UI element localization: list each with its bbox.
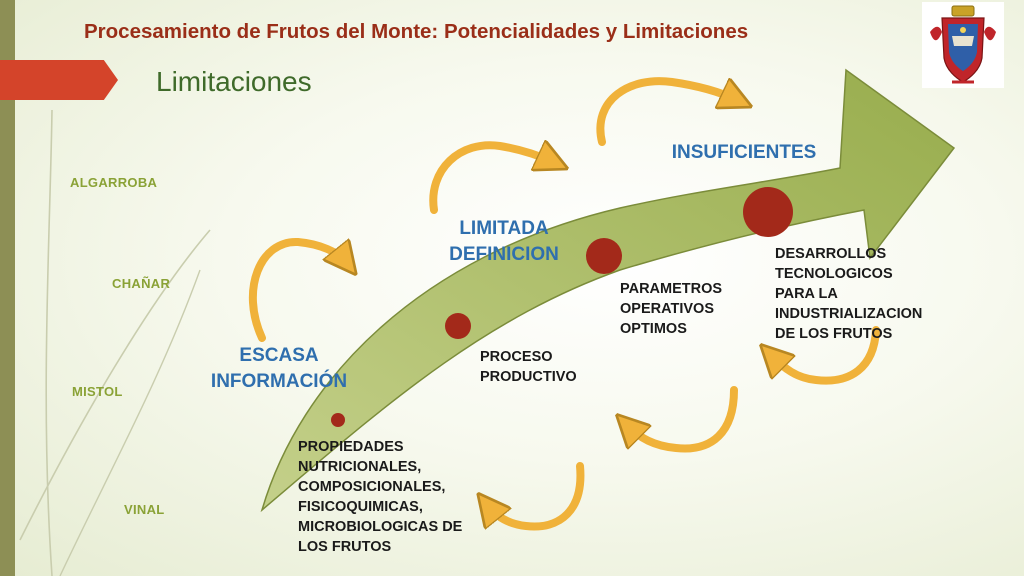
stage-propiedades: PROPIEDADES NUTRICIONALES, COMPOSICIONAL…: [298, 439, 463, 555]
curved-arrow-4: [772, 326, 880, 385]
coat-of-arms-icon: [922, 2, 1004, 88]
slide-title: Procesamiento de Frutos del Monte: Poten…: [84, 20, 749, 43]
node-proceso: [445, 313, 471, 339]
stage-desarrollos-tecnologicos: DESARROLLOS TECNOLOGICOS PARA LA INDUSTR…: [775, 246, 923, 342]
section-marker: [0, 60, 118, 100]
stage-proceso-productivo: PROCESO PRODUCTIVO: [480, 349, 577, 385]
node-propiedades: [331, 413, 345, 427]
section-title: Limitaciones: [156, 66, 312, 97]
limitation-escasa-informacion: ESCASA INFORMACIÓN: [210, 345, 348, 392]
node-desarrollos: [743, 187, 793, 237]
fruit-label-vinal: VINAL: [124, 502, 165, 517]
node-parametros: [586, 238, 622, 274]
decor-line-2: [19, 229, 211, 541]
curved-arrow-2: [429, 145, 553, 214]
curved-arrow-3: [596, 77, 737, 146]
fruit-label-chanar: CHAÑAR: [112, 276, 171, 291]
limitation-insuficientes: INSUFICIENTES: [671, 142, 817, 163]
decor-line-1: [45, 109, 53, 576]
curved-arrow-5: [628, 386, 738, 453]
curved-arrow-1: [248, 237, 346, 342]
progress-arrow: [260, 68, 956, 513]
stage-parametros-operativos: PARAMETROS OPERATIVOS OPTIMOS: [620, 281, 723, 337]
decor-line-3: [59, 269, 201, 576]
fruit-label-mistol: MISTOL: [72, 384, 123, 399]
left-accent-bar: [0, 0, 15, 576]
limitation-limitada-definicion: LIMITADA DEFINICION: [449, 218, 559, 265]
fruit-label-algarroba: ALGARROBA: [70, 175, 158, 190]
curved-arrow-6: [488, 462, 585, 531]
